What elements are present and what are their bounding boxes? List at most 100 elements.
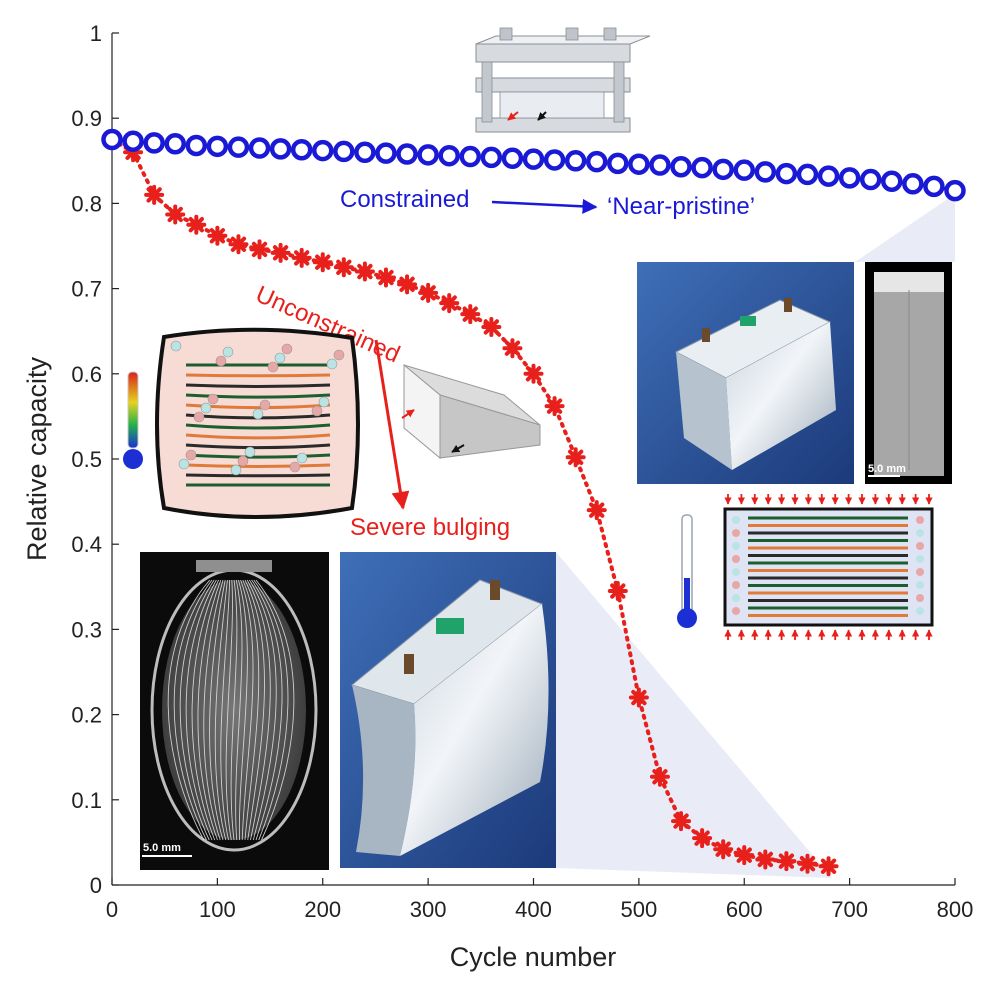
x-tick-label: 500 (621, 897, 658, 922)
x-tick-label: 400 (515, 897, 552, 922)
data-point-constrained (649, 154, 671, 176)
y-tick-label: 0.8 (71, 191, 102, 216)
data-point-unconstrained (418, 282, 439, 303)
data-point-unconstrained (249, 239, 270, 260)
y-ticks: 00.10.20.30.40.50.60.70.80.91 (71, 21, 119, 898)
data-point-constrained (691, 156, 713, 179)
data-point-constrained (522, 148, 545, 170)
x-tick-label: 700 (831, 897, 868, 922)
x-tick-label: 300 (410, 897, 447, 922)
data-point-constrained (459, 145, 482, 168)
data-point-unconstrained (375, 267, 396, 288)
y-tick-label: 0.3 (71, 617, 102, 642)
bulged-cell-photo (340, 552, 556, 868)
y-axis-title: Relative capacity (22, 356, 52, 561)
data-point-constrained (269, 138, 292, 160)
data-point-unconstrained (270, 242, 291, 263)
data-point-unconstrained (818, 856, 839, 877)
data-point-constrained (101, 128, 123, 151)
data-point-unconstrained (354, 261, 375, 282)
y-tick-label: 0 (90, 873, 102, 898)
data-point-unconstrained (165, 204, 186, 225)
data-point-unconstrained (649, 766, 670, 787)
data-point-unconstrained (671, 811, 692, 832)
data-point-constrained (227, 136, 250, 158)
y-tick-label: 0.4 (71, 532, 102, 557)
data-point-constrained (480, 146, 503, 169)
y-tick-label: 1 (90, 21, 102, 46)
data-point-constrained (607, 152, 629, 175)
data-point-constrained (923, 175, 945, 198)
data-point-unconstrained (439, 293, 460, 314)
data-point-unconstrained (481, 316, 502, 337)
zoom-callout-right (855, 194, 955, 262)
scale-bar-right: 5.0 mm (868, 463, 906, 475)
data-point-constrained (712, 158, 734, 181)
data-point-constrained (817, 165, 840, 187)
data-point-constrained (564, 150, 587, 172)
data-point-constrained (754, 161, 777, 183)
electrode-layers (170, 340, 345, 487)
data-point-constrained (585, 150, 608, 173)
data-point-unconstrained (565, 447, 586, 468)
data-point-constrained (248, 137, 271, 159)
compressed-cell-schematic (723, 494, 934, 640)
data-point-unconstrained (797, 853, 818, 874)
label-severe-bulging: Severe bulging (350, 514, 510, 541)
data-point-unconstrained (628, 687, 649, 708)
data-point-constrained (290, 138, 313, 161)
data-point-unconstrained (607, 581, 628, 602)
thermometer-cold-icon (677, 514, 697, 628)
data-point-constrained (733, 159, 755, 181)
pristine-cell-photo (637, 262, 854, 484)
pressure-arrows (724, 494, 933, 640)
data-point-unconstrained (228, 234, 249, 255)
data-point-unconstrained (460, 304, 481, 325)
data-point-unconstrained (755, 849, 776, 870)
data-point-constrained (333, 140, 355, 163)
x-tick-label: 200 (304, 897, 341, 922)
data-point-constrained (501, 147, 524, 169)
y-tick-label: 0.7 (71, 277, 102, 302)
data-point-unconstrained (713, 839, 734, 860)
data-point-constrained (902, 173, 924, 195)
data-point-constrained (185, 134, 208, 157)
data-point-constrained (944, 179, 966, 202)
x-tick-label: 0 (106, 897, 118, 922)
y-tick-label: 0.5 (71, 447, 102, 472)
data-point-unconstrained (312, 252, 333, 273)
data-point-constrained (396, 143, 418, 165)
series-unconstrained (102, 129, 839, 877)
thermometer-hot-icon (123, 371, 143, 469)
label-near-pristine: ‘Near-pristine’ (607, 193, 755, 220)
data-point-unconstrained (186, 214, 207, 235)
data-point-constrained (164, 133, 186, 155)
data-point-constrained (628, 153, 650, 175)
data-point-constrained (122, 130, 144, 152)
arrow-unconstrained (374, 339, 410, 510)
compression-fixture-icon (475, 27, 651, 133)
data-point-constrained (881, 170, 903, 192)
ct-electrode-lines (167, 579, 295, 841)
x-tick-label: 800 (937, 897, 974, 922)
data-point-constrained (796, 163, 819, 186)
swollen-cell-schematic (155, 327, 360, 519)
pristine-ct-image: 5.0 mm (865, 262, 952, 484)
data-point-unconstrained (734, 845, 755, 866)
data-point-unconstrained (692, 828, 713, 849)
x-tick-label: 600 (726, 897, 763, 922)
data-point-constrained (143, 132, 165, 154)
data-point-unconstrained (333, 257, 354, 278)
cell-sketch (401, 363, 541, 460)
data-point-unconstrained (207, 225, 228, 246)
arrow-constrained (491, 198, 598, 214)
bulged-ct-image: 5.0 mm (140, 552, 329, 870)
data-point-constrained (312, 139, 334, 162)
data-point-unconstrained (544, 396, 565, 417)
data-point-unconstrained (291, 247, 312, 268)
data-point-constrained (206, 135, 229, 158)
y-tick-label: 0.9 (71, 106, 102, 131)
